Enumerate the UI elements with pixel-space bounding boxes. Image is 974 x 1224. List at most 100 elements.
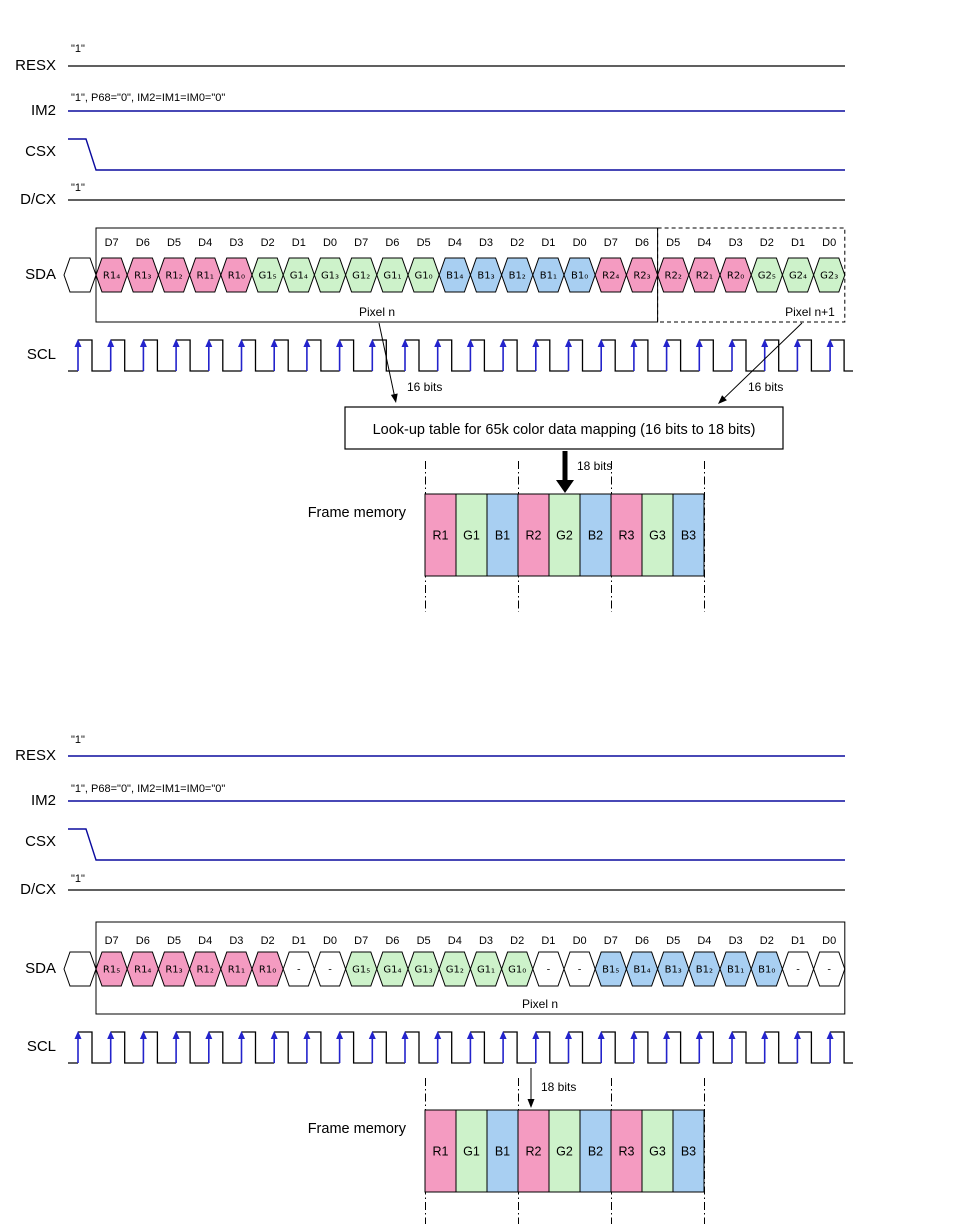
dcx-label-2: D/CX [20,881,56,898]
clock-rising-arrow-icon [205,1031,213,1039]
sda-data-cell-label: R1₃ [134,271,151,282]
bit-label: D6 [385,237,399,249]
sda-data-cell-label: - [328,965,332,976]
sda-data-cell-label: B1₄ [446,271,463,282]
scl-label-2: SCL [27,1038,56,1055]
clock-line [68,1031,853,1064]
bit-label: D3 [229,237,243,249]
clock-rising-arrow-icon [695,339,703,347]
sda-data-cell-label: G1₅ [352,965,370,976]
bit-label: D7 [105,237,119,249]
dcx-annotation-2: "1" [71,873,85,885]
sda-data-cell-label: R2₄ [602,271,619,282]
sda-data-cell-label: B1₅ [602,965,619,976]
bit-label: D4 [448,237,462,249]
frame-memory-cell-label: B2 [588,1145,603,1159]
bit-label: D1 [791,237,805,249]
sda-data-cell-label: G2₄ [789,271,807,282]
clock-rising-arrow-icon [336,1031,344,1039]
bits16-left-label: 16 bits [407,380,442,394]
bits18-label-bottom: 18 bits [541,1080,576,1094]
bit-label: D1 [791,935,805,947]
resx-annotation: "1" [71,43,85,55]
sda-data-cell-label: R1₁ [197,271,214,282]
sda-data-cell-label: - [827,965,831,976]
sda-data-cell-label: B1₂ [509,271,526,282]
frame-memory-cell-label: G1 [463,1145,480,1159]
sda-data-cell-label: - [578,965,582,976]
sda-data-cell-label: G1₀ [415,271,433,282]
frame-memory-cell-label: B3 [681,529,696,543]
bit-label: D2 [510,935,524,947]
im2-label: IM2 [31,102,56,119]
clock-rising-arrow-icon [303,1031,311,1039]
resx-label-2: RESX [15,747,56,764]
clock-rising-arrow-icon [270,1031,278,1039]
sda-data-cell-label: - [297,965,301,976]
arrow-16bits-left [378,322,395,397]
clock-rising-arrow-icon [401,339,409,347]
sda-data-cell-label: G2₅ [758,271,776,282]
clock-rising-arrow-icon [74,1031,82,1039]
sda-label: SDA [25,266,56,283]
clock-rising-arrow-icon [172,1031,180,1039]
sda-data-cell-label: B1₂ [696,965,713,976]
bit-label: D3 [729,935,743,947]
im2-label-2: IM2 [31,792,56,809]
bit-label: D4 [198,237,212,249]
arrow-18bits-thin-head-icon [527,1099,535,1108]
clock-rising-arrow-icon [303,339,311,347]
clock-rising-arrow-icon [761,339,769,347]
frame-memory-cell [610,493,643,577]
clock-rising-arrow-icon [826,339,834,347]
clock-rising-arrow-icon [368,339,376,347]
frame-memory-cell [517,1109,550,1193]
clock-rising-arrow-icon [238,339,245,347]
bit-label: D7 [354,935,368,947]
frame-memory-cell [424,493,457,577]
frame-memory-cell [486,493,519,577]
sda-data-cell-label: B1₀ [571,271,588,282]
sda-data-cell-label: R2₃ [633,271,650,282]
sda-data-cell-label: G1₁ [477,965,495,976]
clock-rising-arrow-icon [663,1031,671,1039]
frame-memory-cell-label: R2 [526,1145,542,1159]
bit-label: D3 [479,935,493,947]
bit-label: D7 [105,935,119,947]
bit-label: D2 [261,237,275,249]
arrow-16bits-right-head-icon [718,395,727,404]
im2-annotation: "1", P68="0", IM2=IM1=IM0="0" [71,92,225,104]
frame-memory-cell-label: R2 [526,529,542,543]
dcx-annotation: "1" [71,182,85,194]
frame-memory-cell [486,1109,519,1193]
bit-label: D2 [261,935,275,947]
frame-memory-label-bottom: Frame memory [308,1121,407,1137]
bit-label: D0 [573,935,587,947]
diagram-16bit-transfer: RESX "1" IM2 "1", P68="0", IM2=IM1=IM0="… [15,43,853,612]
frame-memory-cell-label: R1 [433,529,449,543]
frame-memory-cell-label: G2 [556,529,573,543]
diagram-18bit-transfer: RESX "1" IM2 "1", P68="0", IM2=IM1=IM0="… [15,734,853,1224]
clock-rising-arrow-icon [434,1031,442,1039]
clock-rising-arrow-icon [728,1031,736,1039]
bit-label: D1 [541,237,555,249]
clock-rising-arrow-icon [270,339,278,347]
frame-memory-cell-label: B2 [588,529,603,543]
clock-rising-arrow-icon [238,1031,245,1039]
frame-memory-cell-label: R3 [619,529,635,543]
bit-label: D0 [822,935,836,947]
lut-label: Look-up table for 65k color data mapping… [373,422,756,438]
sda-data-cell-label: R1₅ [103,965,120,976]
sda-data-cell-label: - [547,965,551,976]
clock-rising-arrow-icon [663,339,671,347]
bit-label: D6 [136,935,150,947]
sda-data-cell-label: G1₄ [290,271,308,282]
sda-data-cell-label: R2₁ [696,271,713,282]
bit-label: D7 [354,237,368,249]
sda-data-cell-label: R1₄ [103,271,120,282]
